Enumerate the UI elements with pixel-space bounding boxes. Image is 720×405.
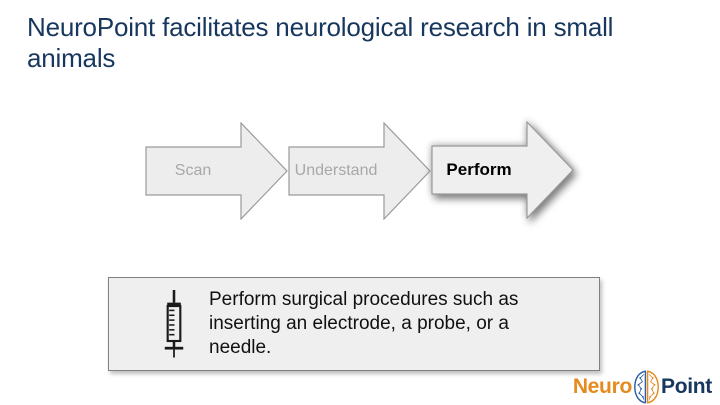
callout-text-line-3: needle. bbox=[209, 337, 272, 358]
brain-icon bbox=[634, 370, 659, 404]
logo-text-neuro: Neuro bbox=[572, 375, 632, 398]
syringe-icon bbox=[157, 290, 191, 358]
process-step-label: Scan bbox=[174, 162, 212, 179]
process-step-understand: Understand bbox=[288, 122, 431, 220]
callout-text-line-1: Perform surgical procedures such as bbox=[209, 289, 519, 310]
logo-text-point: Point bbox=[661, 375, 712, 398]
arrow-right-icon bbox=[431, 121, 574, 219]
callout-text: Perform surgical procedures such as inse… bbox=[209, 288, 518, 360]
arrow-right-icon bbox=[145, 122, 288, 220]
callout-box: Perform surgical procedures such as inse… bbox=[108, 277, 600, 371]
process-step-perform: Perform bbox=[431, 121, 574, 219]
title-line-1: NeuroPoint facilitates neurological rese… bbox=[27, 12, 614, 42]
process-step-scan: Scan bbox=[145, 122, 288, 220]
callout-text-line-2: inserting an electrode, a probe, or a bbox=[209, 313, 509, 334]
neuropoint-logo: Neuro Point bbox=[573, 369, 712, 405]
process-step-label: Understand bbox=[294, 162, 378, 179]
title-line-2: animals bbox=[27, 43, 116, 73]
arrow-right-icon bbox=[288, 122, 431, 220]
page-title: NeuroPoint facilitates neurological rese… bbox=[27, 12, 697, 74]
process-step-label: Perform bbox=[446, 160, 512, 179]
